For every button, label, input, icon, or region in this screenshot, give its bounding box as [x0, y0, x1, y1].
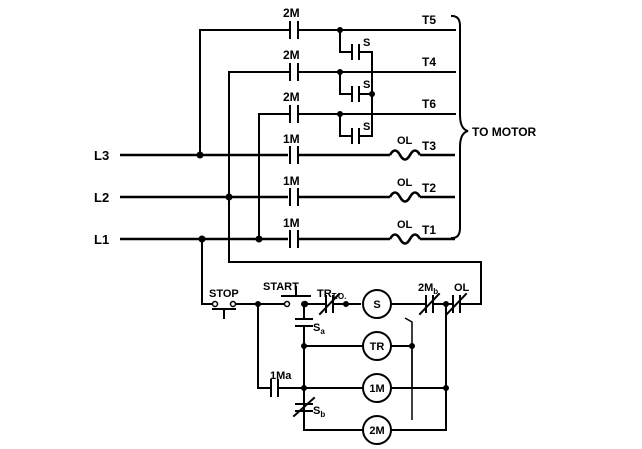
- label-l1: L1: [94, 232, 109, 247]
- label-ol-3: OL: [397, 135, 413, 147]
- label-start: START: [263, 281, 299, 293]
- label-tr-contact: TRT.O.: [317, 288, 346, 301]
- interlock-line: [405, 318, 412, 420]
- label-stop: STOP: [209, 288, 239, 300]
- l3-tap-to-2m: [200, 30, 288, 155]
- junction-dot: [256, 236, 263, 243]
- coil-label-tr: TR: [370, 341, 385, 353]
- coil-label-1m: 1M: [369, 383, 384, 395]
- junction-dot: [197, 152, 204, 159]
- coil-label-s: S: [373, 299, 380, 311]
- label-l3: L3: [94, 148, 109, 163]
- label-2m-t4: 2M: [283, 48, 300, 62]
- contact-1ma: [271, 380, 278, 396]
- label-1m-t3: 1M: [283, 132, 300, 146]
- label-2m-t5: 2M: [283, 6, 300, 20]
- label-1m-t2: 1M: [283, 174, 300, 188]
- label-s-1: S: [363, 37, 370, 49]
- label-s-3: S: [363, 121, 370, 133]
- label-ol-1: OL: [397, 219, 413, 231]
- junction-dot: [343, 301, 349, 307]
- power-circuit: 2M 2M 2M 1M 1M 1M S S S OL OL OL T5 T4 T…: [94, 6, 537, 262]
- motor-brace: [452, 16, 468, 238]
- label-1ma: 1Ma: [270, 370, 292, 382]
- label-l2: L2: [94, 190, 109, 205]
- label-s-2: S: [363, 79, 370, 91]
- terminal-t1: T1: [422, 223, 436, 237]
- contact-sa: [296, 319, 312, 326]
- label-ol-2: OL: [397, 177, 413, 189]
- label-2m-t6: 2M: [283, 90, 300, 104]
- control-circuit: STOP START TRT.O. 2Mb OL Sa Sb 1Ma S TR …: [202, 197, 481, 444]
- terminal-t2: T2: [422, 181, 436, 195]
- wire: [258, 304, 270, 388]
- to-motor-label: TO MOTOR: [472, 125, 537, 139]
- terminal-t6: T6: [422, 97, 436, 111]
- junction-dot: [443, 385, 449, 391]
- label-sb: Sb: [313, 405, 325, 419]
- label-1m-t1: 1M: [283, 216, 300, 230]
- coil-label-2m: 2M: [369, 425, 384, 437]
- label-sa: Sa: [313, 322, 325, 336]
- terminal-t5: T5: [422, 13, 436, 27]
- label-2mb: 2Mb: [418, 282, 438, 296]
- stop-button[interactable]: [213, 302, 236, 319]
- label-ol: OL: [454, 282, 470, 294]
- terminal-t4: T4: [422, 55, 436, 69]
- terminal-t3: T3: [422, 139, 436, 153]
